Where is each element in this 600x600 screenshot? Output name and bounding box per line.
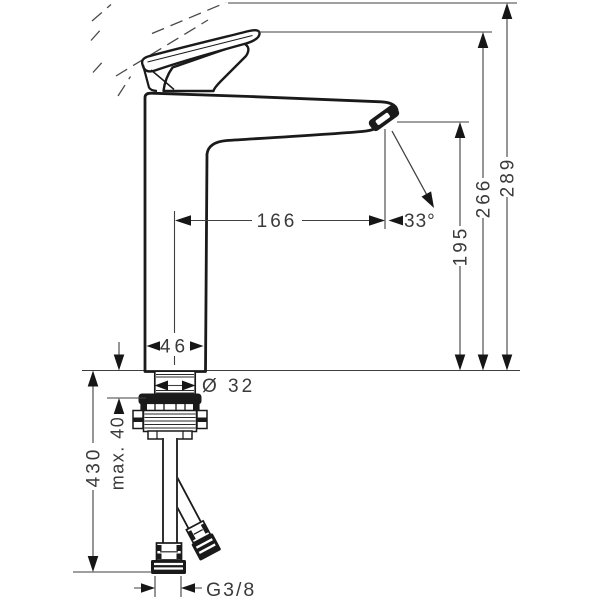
mounting-nut	[132, 409, 208, 440]
handle-neck	[162, 41, 250, 93]
supply-hose-straight	[151, 437, 186, 574]
threaded-shank	[153, 372, 197, 394]
handle-lever-highlight-line	[147, 34, 253, 63]
label-spout-height: 195	[451, 226, 472, 267]
stream-angle-line	[391, 130, 429, 198]
handle-lever	[140, 29, 261, 73]
mounting-flange	[138, 393, 202, 412]
label-total-height: 289	[498, 157, 519, 198]
dimension-labels: 166 33° 195 266 289 46 Ø 32 430 max. 40 …	[84, 157, 519, 600]
handle-raised-dashed-outline	[90, 1, 227, 97]
label-hose-length: 430	[84, 447, 105, 488]
handle-pivot-line	[150, 69, 175, 91]
dimension-arrowheads	[87, 3, 513, 593]
label-shank-diameter: Ø 32	[202, 376, 255, 397]
label-max-deck-thickness: max. 40	[108, 416, 128, 491]
label-supply-connection: G3/8	[206, 579, 256, 600]
label-spout-reach: 166	[257, 211, 298, 232]
spout-aerator	[368, 104, 400, 132]
ext-lines-g38	[154, 576, 182, 597]
label-base-width: 46	[160, 337, 189, 358]
faucet-body-outline	[143, 91, 399, 373]
label-stream-angle: 33°	[404, 211, 436, 232]
handle-front-wedge	[141, 64, 158, 93]
label-handle-height: 266	[474, 178, 495, 219]
